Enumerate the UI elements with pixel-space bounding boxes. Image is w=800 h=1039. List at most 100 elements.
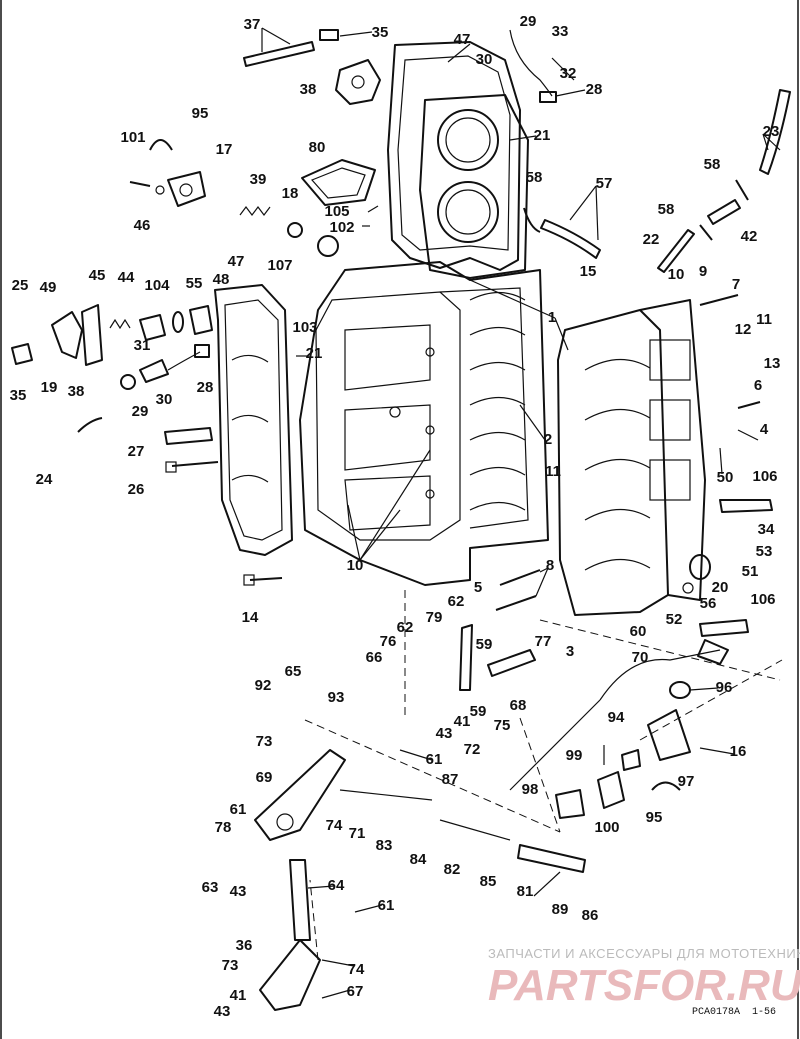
link-rod-64 [289,859,311,941]
callout-c61a: 61 [426,751,443,768]
callout-c36: 36 [236,937,253,954]
callout-c13: 13 [764,355,781,372]
gasket-45 [81,304,103,366]
watermark-logo: PARTSFOR.RU [488,961,800,1010]
callout-c98: 98 [522,781,539,798]
callout-c84: 84 [410,851,427,868]
cable-70 [599,639,729,701]
callout-c8: 8 [546,557,554,574]
callout-c70: 70 [632,649,649,666]
callout-c55: 55 [186,275,203,292]
callout-c106a: 106 [752,468,777,485]
callout-c43b: 43 [230,883,247,900]
bracket-100 [597,771,625,809]
callout-c19: 19 [41,379,58,396]
hose-37 [243,41,315,67]
callout-c39: 39 [250,171,267,188]
callout-c18: 18 [282,185,299,202]
callout-c72: 72 [464,741,481,758]
callout-c43a: 43 [436,725,453,742]
arm-68 [487,649,536,677]
callout-c21a: 21 [534,127,551,144]
callout-c103: 103 [292,319,317,336]
lever-36 [259,939,321,1011]
bolt-50 [719,447,723,475]
callout-c45: 45 [89,267,106,284]
callout-c83: 83 [376,837,393,854]
throttle-lever-69 [254,749,346,841]
callout-c65: 65 [285,663,302,680]
temp-sensor-wire [509,29,557,103]
callout-c11a: 11 [756,311,772,328]
callout-c101: 101 [120,129,145,146]
callout-c79: 79 [426,609,443,626]
thermostat-housing [335,59,381,105]
callout-c48: 48 [213,271,230,288]
callout-c94: 94 [608,709,625,726]
callout-c63: 63 [202,879,219,896]
callout-c16: 16 [730,743,747,760]
gasket-80 [301,159,376,206]
cam-97 [647,709,691,761]
callout-c31: 31 [134,337,151,354]
bolt-7 [699,294,739,306]
callout-c73b: 73 [222,957,239,974]
callout-c71: 71 [349,825,366,842]
bolt-8 [495,569,541,611]
callout-c11b: 11 [545,463,561,480]
callout-c9: 9 [699,263,707,280]
spring-39 [239,206,271,216]
fitting-27 [164,427,213,445]
callout-c77: 77 [535,633,552,650]
callout-c5: 5 [474,579,482,596]
callout-c28b: 28 [197,379,214,396]
callout-c56: 56 [700,595,717,612]
callout-c38a: 38 [300,81,317,98]
callout-c47a: 47 [454,31,471,48]
cylinder-head-cover [387,41,521,271]
plug-96 [669,681,691,699]
callout-c21b: 21 [306,345,323,362]
callout-c1: 1 [548,309,556,326]
callout-c7: 7 [732,276,740,293]
callout-c17: 17 [216,141,233,158]
callout-c34: 34 [758,521,775,538]
callout-c50: 50 [717,469,734,486]
crankcase-half [557,299,706,616]
callout-c74b: 74 [348,961,365,978]
callout-c67: 67 [347,983,364,1000]
callout-c97: 97 [678,773,695,790]
callout-c66: 66 [366,649,383,666]
callout-c30b: 30 [156,391,173,408]
callout-c64: 64 [328,877,345,894]
washer-56 [682,582,694,594]
callout-c99: 99 [566,747,583,764]
callout-c62b: 62 [397,619,414,636]
callout-c61c: 61 [378,897,395,914]
callout-c22: 22 [643,231,660,248]
callout-c105: 105 [324,203,349,220]
callout-c62a: 62 [448,593,465,610]
callout-c26: 26 [128,481,145,498]
callout-c93: 93 [328,689,345,706]
callout-c42: 42 [741,228,758,245]
fitting-42 [707,199,741,225]
callout-c25: 25 [12,277,29,294]
plug-18 [287,222,303,238]
bracket-106-bottom [699,619,749,637]
watermark-tagline: ЗАПЧАСТИ И АКСЕССУАРЫ ДЛЯ МОТОТЕХНИКИ [488,946,800,961]
hose-57 [540,219,601,259]
callout-c61b: 61 [230,801,247,818]
callout-c73a: 73 [256,733,273,750]
arm-79 [459,624,473,691]
fitting-104 [139,314,166,341]
callout-c76: 76 [380,633,397,650]
callout-c29b: 29 [132,403,149,420]
callout-c104: 104 [144,277,170,294]
callout-c95a: 95 [192,105,209,122]
callout-c95b: 95 [646,809,663,826]
callout-c78: 78 [215,819,232,836]
callout-c24: 24 [36,471,53,488]
callout-c51: 51 [742,563,759,580]
clip-58 [523,179,749,241]
